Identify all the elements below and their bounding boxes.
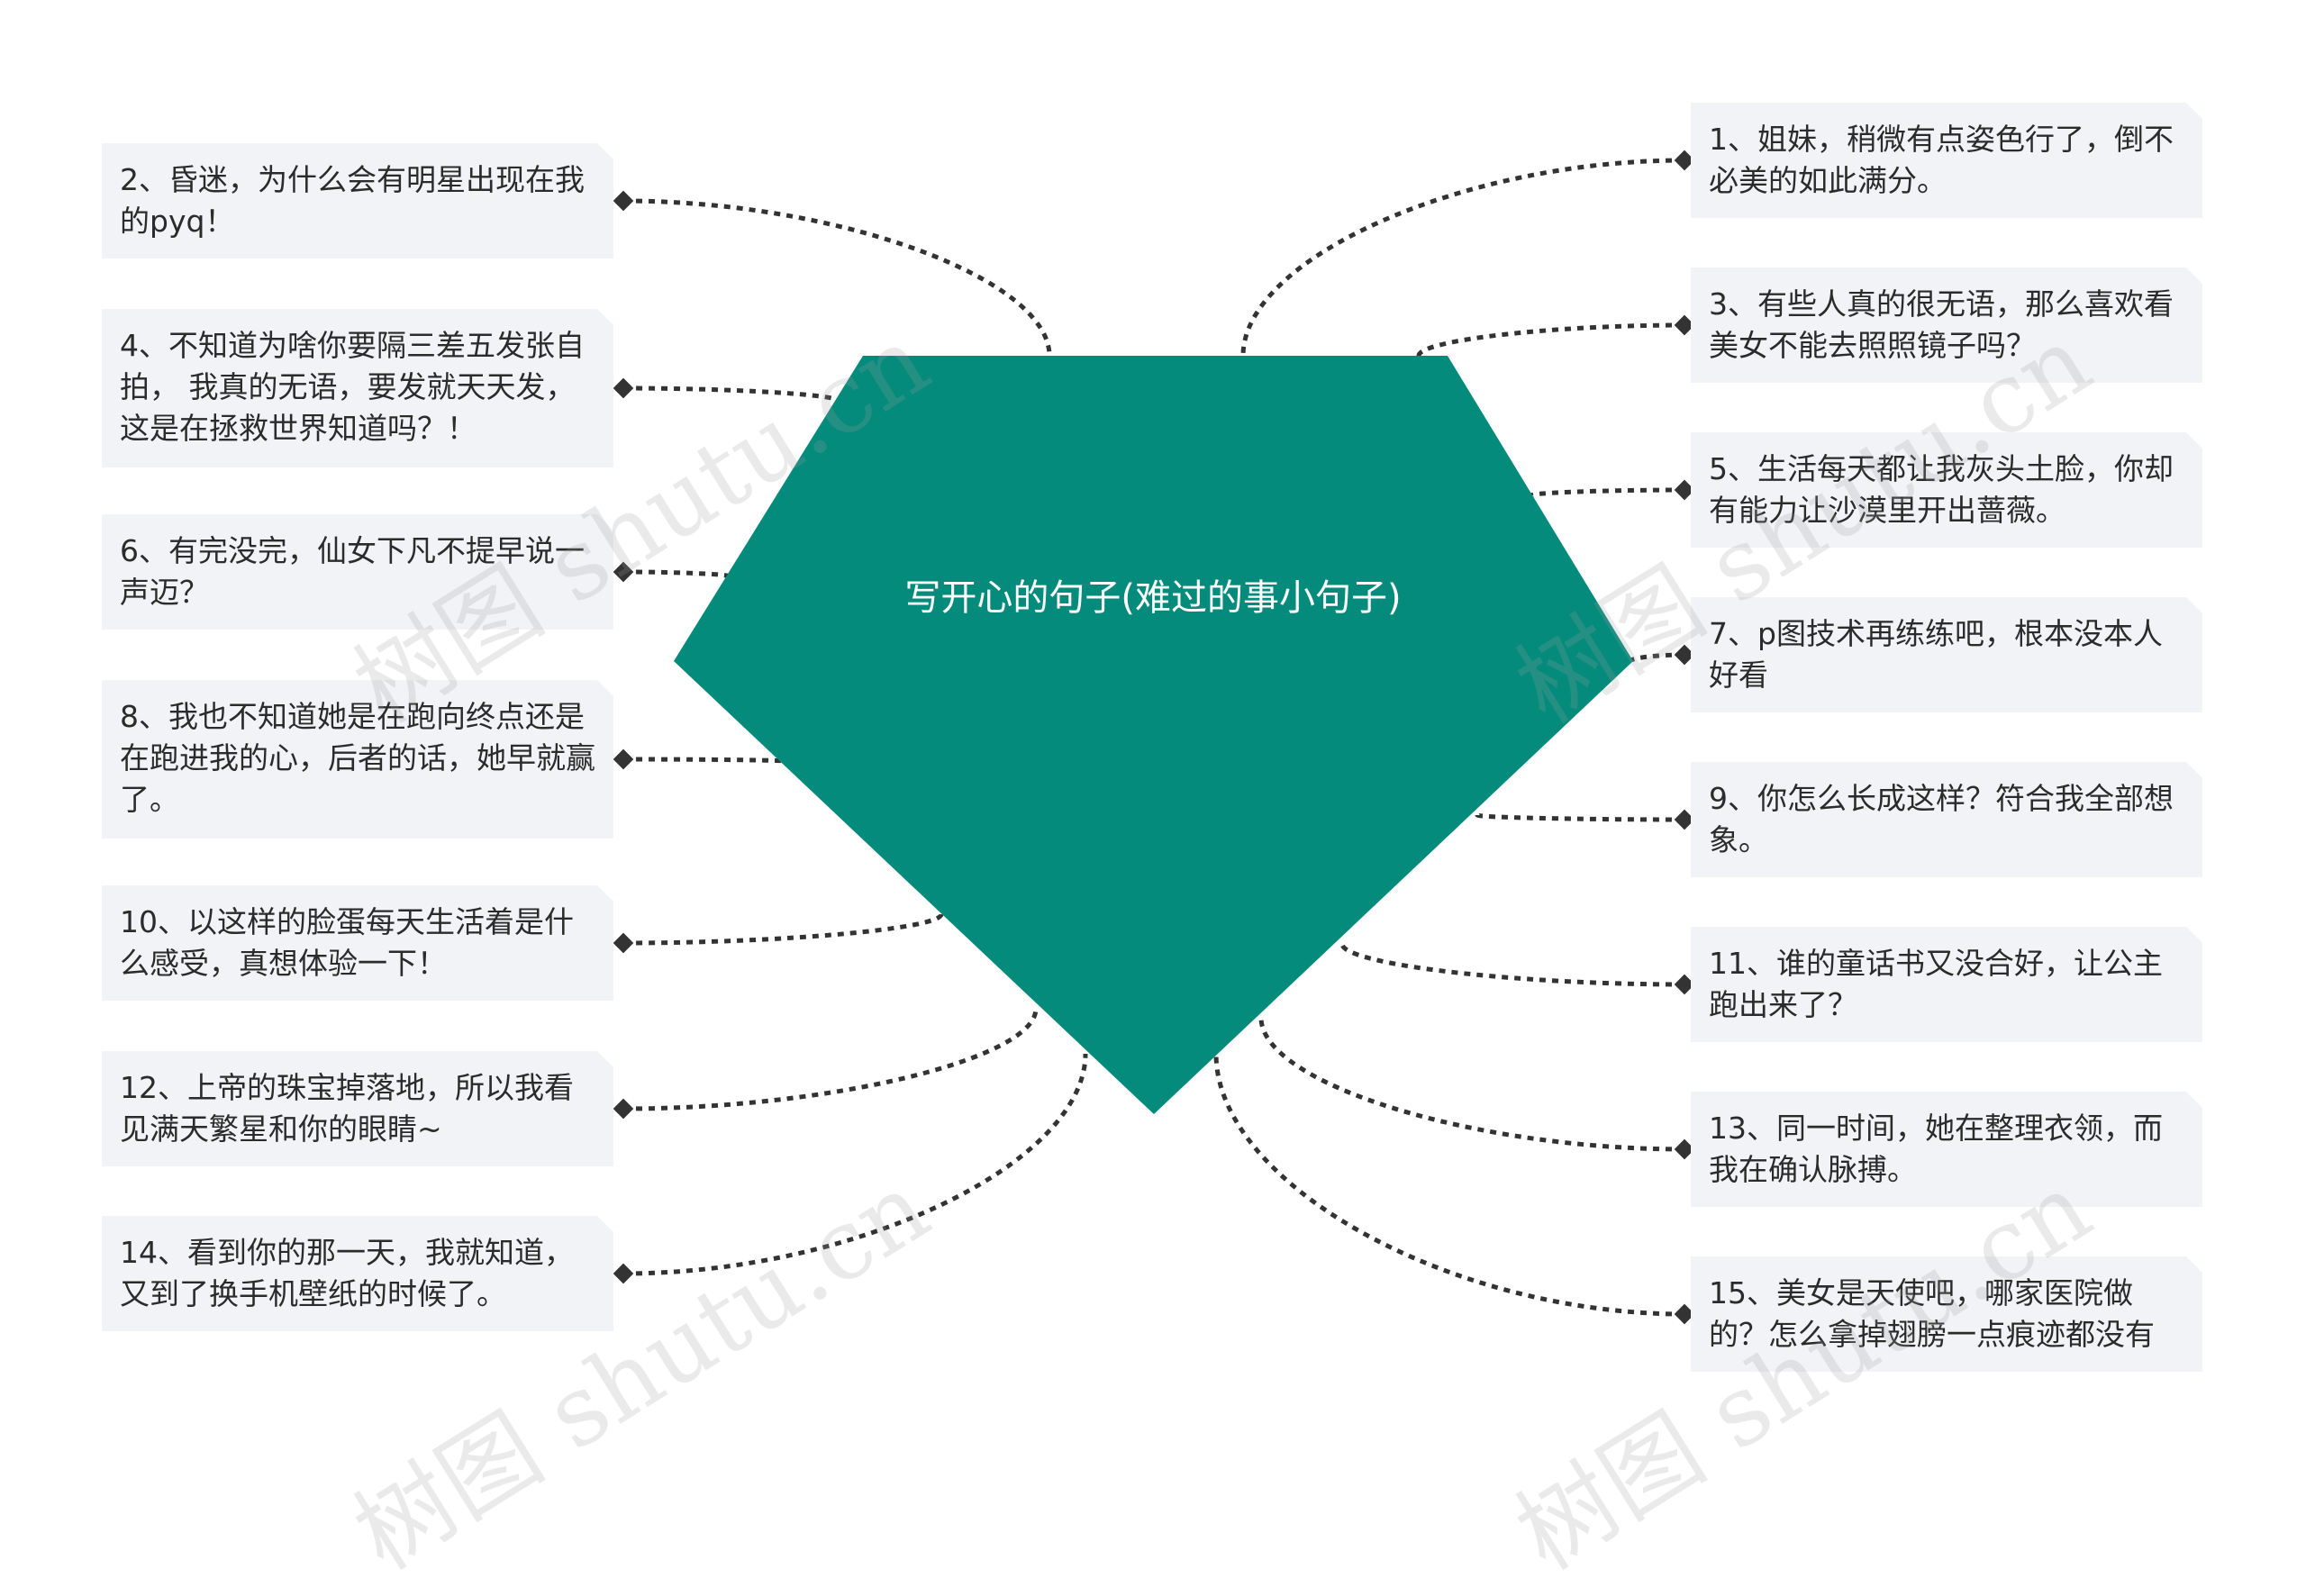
right-node-8[interactable]: 15、美女是天使吧，哪家医院做的？怎么拿掉翅膀一点痕迹都没有 (1691, 1256, 2202, 1372)
connector-right-2 (1416, 322, 1685, 358)
right-node-2[interactable]: 3、有些人真的很无语，那么喜欢看美女不能去照照镜子吗？ (1691, 268, 2202, 383)
connector-dot-right-5 (1674, 809, 1695, 830)
connector-dot-left-6 (613, 1098, 634, 1120)
right-node-3[interactable]: 5、生活每天都让我灰头土脸，你却有能力让沙漠里开出蔷薇。 (1691, 432, 2202, 548)
connector-left-2 (622, 385, 840, 404)
connector-left-5 (622, 912, 944, 946)
connector-dot-right-7 (1674, 1138, 1695, 1160)
connector-layer (613, 150, 1695, 1325)
center-topic-title[interactable]: 写开心的句子(难过的事小句子) (904, 577, 1402, 619)
connector-dot-left-5 (613, 932, 634, 954)
right-node-1[interactable]: 1、姐妹，稍微有点姿色行了，倒不必美的如此满分。 (1691, 103, 2202, 218)
left-node-5[interactable]: 10、以这样的脸蛋每天生活着是什么感受，真想体验一下！ (102, 885, 613, 1001)
connector-dot-right-4 (1674, 644, 1695, 666)
connector-left-4 (622, 757, 786, 764)
connector-dot-right-3 (1674, 479, 1695, 501)
connector-dot-left-2 (613, 377, 634, 399)
connector-dot-left-1 (613, 190, 634, 212)
connector-right-8 (1213, 1053, 1685, 1317)
connector-dot-left-7 (613, 1263, 634, 1284)
connector-dot-left-3 (613, 561, 634, 583)
connector-right-3 (1529, 487, 1685, 498)
connector-right-6 (1339, 943, 1685, 987)
connector-left-7 (622, 1053, 1088, 1276)
connector-left-6 (622, 1008, 1039, 1111)
left-node-7[interactable]: 14、看到你的那一天，我就知道，又到了换手机壁纸的时候了。 (102, 1216, 613, 1331)
connector-dot-left-4 (613, 748, 634, 770)
connector-right-7 (1258, 1017, 1685, 1152)
connector-left-3 (622, 569, 732, 579)
left-node-2[interactable]: 4、不知道为啥你要隔三差五发张自拍， 我真的无语，要发就天天发，这是在拯救世界知… (102, 309, 613, 467)
center-diamond-shape[interactable] (674, 356, 1633, 1114)
right-node-4[interactable]: 7、p图技术再练练吧，根本没本人好看 (1691, 597, 2202, 712)
right-node-5[interactable]: 9、你怎么长成这样？符合我全部想象。 (1691, 762, 2202, 877)
left-node-1[interactable]: 2、昏迷，为什么会有明星出现在我的pyq！ (102, 143, 613, 258)
left-node-6[interactable]: 12、上帝的珠宝掉落地，所以我看见满天繁星和你的眼睛~ (102, 1051, 613, 1166)
connector-left-1 (622, 198, 1052, 357)
connector-dot-right-6 (1674, 974, 1695, 995)
connector-right-1 (1240, 158, 1685, 357)
right-node-7[interactable]: 13、同一时间，她在整理衣领，而我在确认脉搏。 (1691, 1092, 2202, 1207)
right-node-6[interactable]: 11、谁的童话书又没合好，让公主跑出来了？ (1691, 927, 2202, 1042)
connector-dot-right-2 (1674, 314, 1695, 336)
left-node-3[interactable]: 6、有完没完，仙女下凡不提早说一声迈？ (102, 514, 613, 630)
connector-dot-right-8 (1674, 1303, 1695, 1325)
connector-right-5 (1475, 812, 1685, 822)
left-node-4[interactable]: 8、我也不知道她是在跑向终点还是在跑进我的心，后者的话，她早就赢了。 (102, 680, 613, 839)
